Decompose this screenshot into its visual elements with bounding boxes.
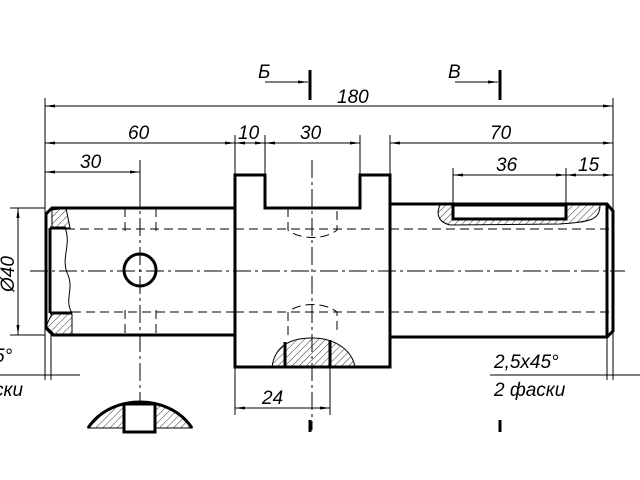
left-shaft-step	[44, 206, 235, 337]
dim-seg3: 30	[300, 123, 322, 144]
chamfer-size-left: 5°	[0, 346, 13, 367]
dim-key-offset: 15	[578, 155, 600, 176]
dim-seg4: 70	[490, 123, 512, 144]
dim-bottom-slot: 24	[261, 388, 283, 409]
partial-section-view	[86, 400, 194, 434]
dim-key-len: 36	[496, 155, 518, 176]
section-label-v: В	[448, 62, 461, 83]
section-marker-v: В	[448, 62, 502, 432]
cross-hole	[122, 252, 158, 288]
dim-overall: 180	[337, 87, 369, 108]
dim-seg1: 60	[128, 123, 150, 144]
chamfer-size: 2,5x45°	[493, 352, 559, 373]
dim-seg2: 10	[238, 123, 260, 144]
dim-hole-pos: 30	[80, 152, 102, 173]
extension-lines	[10, 98, 614, 415]
dim-diameter: Ø40	[0, 256, 19, 293]
section-marker-b: Б	[258, 62, 312, 432]
dimension-lines	[0, 104, 640, 410]
middle-collar	[233, 173, 392, 369]
section-label-b: Б	[258, 62, 270, 83]
keyway	[451, 203, 568, 221]
chamfer-count: 2 фаски	[493, 380, 566, 401]
chamfer-count-left: ски	[0, 380, 23, 401]
